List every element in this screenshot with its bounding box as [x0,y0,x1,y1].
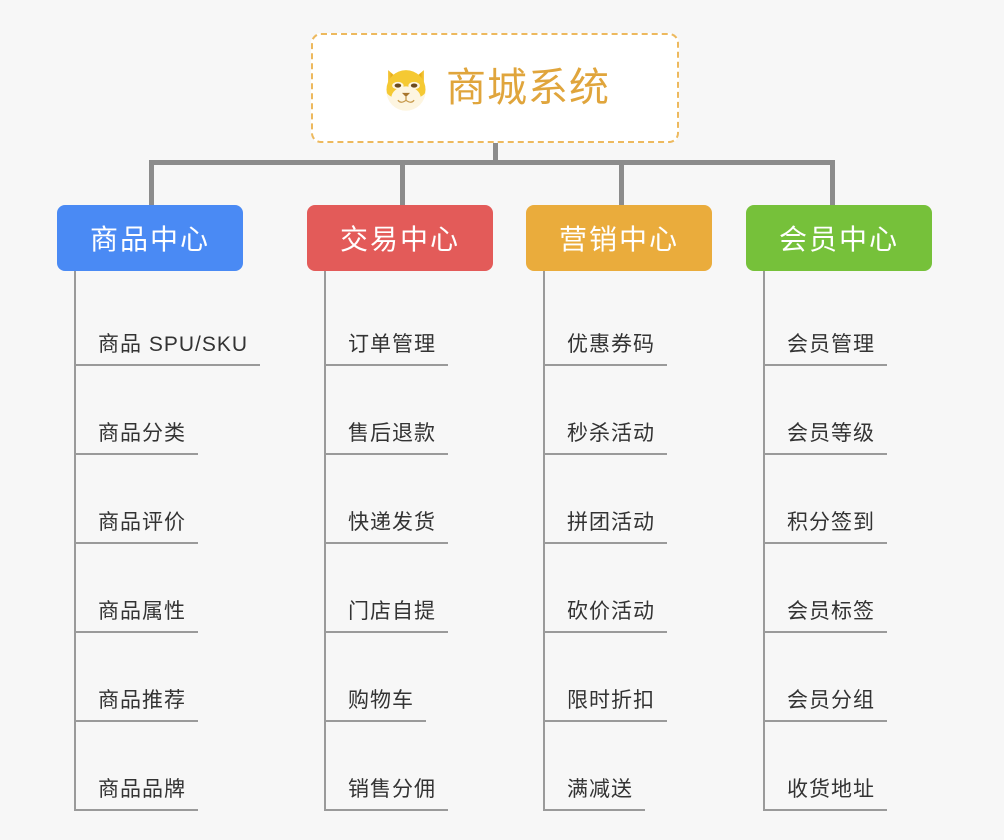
connector-root-stem [493,143,498,163]
leaf-item[interactable]: 会员分组 [765,633,976,722]
leaf-item[interactable]: 订单管理 [326,277,537,366]
leaf-label: 购物车 [336,688,426,722]
leaf-item[interactable]: 商品评价 [76,455,287,544]
category-header-product-center[interactable]: 商品中心 [57,205,243,271]
category-label: 会员中心 [778,224,899,255]
leaf-label: 快递发货 [336,510,448,544]
leaf-item[interactable]: 售后退款 [326,366,537,455]
connector-horizontal-bus [149,160,835,165]
column-trade-center: 交易中心 订单管理 售后退款 快递发货 门店自提 购物车 销售分佣 [307,205,537,811]
leaf-label: 积分签到 [775,510,887,544]
leaf-label: 收货地址 [775,777,887,811]
leaf-item[interactable]: 销售分佣 [326,722,537,811]
leaf-item[interactable]: 积分签到 [765,455,976,544]
leaf-item[interactable]: 满减送 [545,722,756,811]
leaf-label: 商品属性 [86,599,198,633]
leaf-item[interactable]: 会员等级 [765,366,976,455]
leaf-item[interactable]: 门店自提 [326,544,537,633]
leaf-item[interactable]: 商品品牌 [76,722,287,811]
leaf-item[interactable]: 限时折扣 [545,633,756,722]
column-marketing-center: 营销中心 优惠券码 秒杀活动 拼团活动 砍价活动 限时折扣 满减送 [526,205,756,811]
leaf-item[interactable]: 优惠券码 [545,277,756,366]
leaf-item[interactable]: 商品属性 [76,544,287,633]
leaf-list-product-center: 商品 SPU/SKU 商品分类 商品评价 商品属性 商品推荐 商品品牌 [74,271,287,811]
connector-drop-product-center [149,160,154,207]
leaf-label: 限时折扣 [555,688,667,722]
column-member-center: 会员中心 会员管理 会员等级 积分签到 会员标签 会员分组 收货地址 [746,205,976,811]
column-product-center: 商品中心 商品 SPU/SKU 商品分类 商品评价 商品属性 商品推荐 商品品牌 [57,205,287,811]
leaf-label: 拼团活动 [555,510,667,544]
leaf-label: 秒杀活动 [555,421,667,455]
category-label: 营销中心 [558,224,679,255]
leaf-label: 会员等级 [775,421,887,455]
leaf-label: 售后退款 [336,421,448,455]
category-label: 交易中心 [339,224,460,255]
category-header-marketing-center[interactable]: 营销中心 [526,205,712,271]
leaf-label: 订单管理 [336,332,448,366]
leaf-label: 商品推荐 [86,688,198,722]
leaf-item[interactable]: 快递发货 [326,455,537,544]
leaf-item[interactable]: 会员管理 [765,277,976,366]
leaf-label: 商品评价 [86,510,198,544]
category-header-member-center[interactable]: 会员中心 [746,205,932,271]
shiba-dog-face-icon [386,70,426,111]
leaf-list-member-center: 会员管理 会员等级 积分签到 会员标签 会员分组 收货地址 [763,271,976,811]
leaf-label: 商品 SPU/SKU [86,332,261,366]
leaf-item[interactable]: 商品推荐 [76,633,287,722]
leaf-item[interactable]: 商品分类 [76,366,287,455]
leaf-item[interactable]: 秒杀活动 [545,366,756,455]
leaf-label: 门店自提 [336,599,448,633]
leaf-list-trade-center: 订单管理 售后退款 快递发货 门店自提 购物车 销售分佣 [324,271,537,811]
leaf-list-marketing-center: 优惠券码 秒杀活动 拼团活动 砍价活动 限时折扣 满减送 [543,271,756,811]
leaf-label: 商品品牌 [86,777,198,811]
connector-drop-marketing-center [619,160,624,207]
leaf-item[interactable]: 拼团活动 [545,455,756,544]
leaf-item[interactable]: 会员标签 [765,544,976,633]
category-label: 商品中心 [89,224,210,255]
leaf-label: 商品分类 [86,421,198,455]
leaf-item[interactable]: 购物车 [326,633,537,722]
connector-drop-trade-center [400,160,405,207]
leaf-item[interactable]: 收货地址 [765,722,976,811]
category-header-trade-center[interactable]: 交易中心 [307,205,493,271]
leaf-label: 会员管理 [775,332,887,366]
connector-drop-member-center [830,160,835,207]
root-title: 商城系统 [446,66,610,110]
leaf-item[interactable]: 砍价活动 [545,544,756,633]
leaf-label: 销售分佣 [336,777,448,811]
leaf-label: 会员分组 [775,688,887,722]
leaf-label: 满减送 [555,777,645,811]
leaf-label: 会员标签 [775,599,887,633]
leaf-item[interactable]: 商品 SPU/SKU [76,277,287,366]
leaf-label: 砍价活动 [555,599,667,633]
leaf-label: 优惠券码 [555,332,667,366]
root-node[interactable]: 商城系统 [311,33,679,143]
